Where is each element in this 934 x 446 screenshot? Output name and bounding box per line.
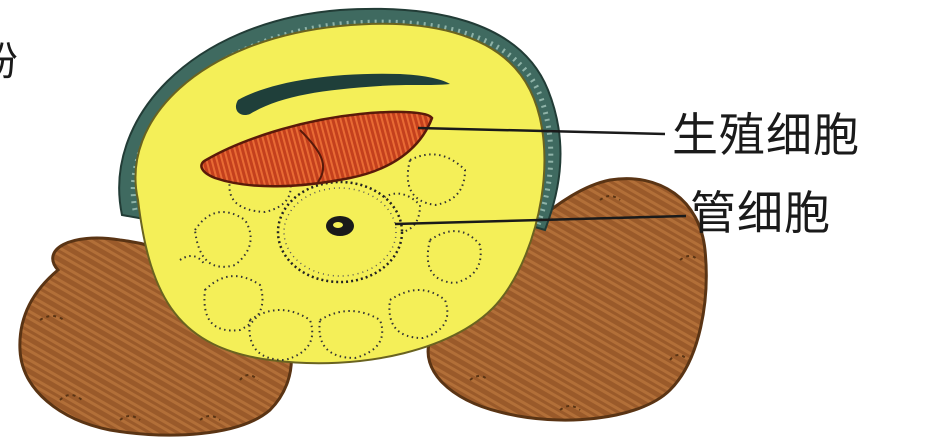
tube-cell-label: 管细胞 (690, 190, 831, 236)
tube-cell-nucleus (278, 182, 402, 282)
generative-cell-label: 生殖细胞 (672, 112, 860, 158)
